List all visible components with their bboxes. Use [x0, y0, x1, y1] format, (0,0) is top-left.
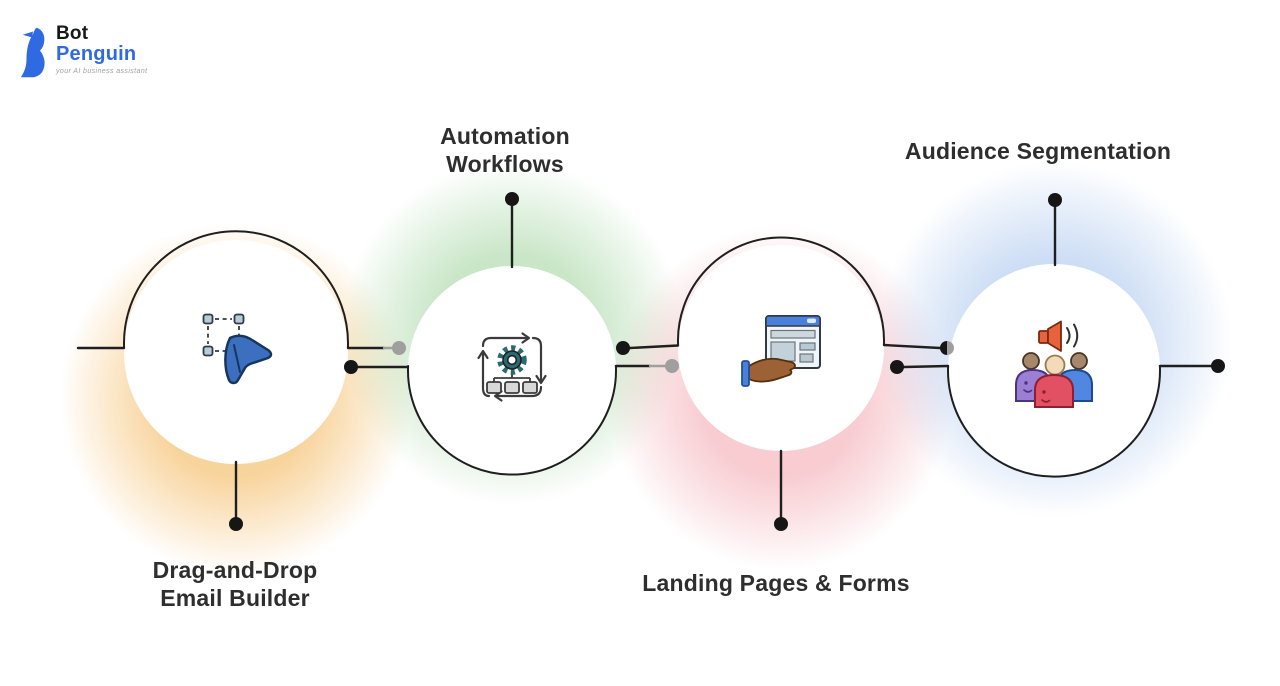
connector-dot [1048, 193, 1062, 207]
landing-page-form-icon [741, 315, 821, 387]
flowchart-box [486, 381, 502, 394]
circle-arc-top-3 [677, 236, 885, 346]
connector-dot [229, 517, 243, 531]
feature-label-audience-segmentation: Audience Segmentation [905, 137, 1171, 165]
person-head [1022, 352, 1040, 370]
megaphone-icon [1038, 320, 1079, 352]
label-line: Audience Segmentation [904, 138, 1172, 164]
browser-title-bar [765, 315, 821, 327]
automation-workflow-icon [477, 332, 547, 402]
label-line: Landing Pages & Forms [642, 570, 910, 596]
connector-lines [76, 204, 1213, 519]
gray-dots [392, 341, 679, 373]
label-line: Workflows [446, 151, 564, 177]
brand-name-penguin: Penguin [56, 43, 137, 65]
person-head [1044, 354, 1066, 376]
connector-dot [665, 359, 679, 373]
person-head [1070, 352, 1088, 370]
audience-segmentation-icon [1015, 320, 1093, 408]
drag-drop-cursor-icon [202, 313, 273, 385]
connector-dot [1211, 359, 1225, 373]
feature-label-automation-workflows: Automation Workflows [440, 122, 570, 178]
brand-name-bot: Bot [56, 23, 89, 44]
connector-dot-split [940, 341, 954, 355]
connector-dot [392, 341, 406, 355]
label-line: Drag-and-Drop [152, 557, 318, 583]
black-dots [229, 192, 1225, 531]
holding-hand [748, 357, 796, 383]
penguin-icon [20, 27, 45, 78]
flowchart-box [522, 381, 538, 394]
connector-dot [505, 192, 519, 206]
connector-dot [890, 360, 904, 374]
gear-icon [497, 345, 527, 375]
label-line: Automation [440, 123, 570, 149]
brand-tagline: your AI business assistant [56, 68, 148, 75]
connector-dot [616, 341, 630, 355]
circle-arc-top-1 [123, 230, 349, 349]
botpenguin-logo: Bot Penguin your AI business assistant [14, 24, 147, 80]
feature-label-drag-drop-email-builder: Drag-and-Drop Email Builder [153, 556, 318, 612]
sleeve-cuff [741, 360, 750, 387]
circle-arc-bottom-4 [947, 365, 1161, 478]
connector-dot [774, 517, 788, 531]
person-body-red [1034, 373, 1074, 408]
label-line: Email Builder [160, 585, 310, 611]
flowchart-box [504, 381, 520, 394]
feature-label-landing-pages-forms: Landing Pages & Forms [642, 569, 909, 597]
gray-line-segments [382, 346, 668, 368]
connector-4-left [902, 364, 950, 369]
connector-dot [344, 360, 358, 374]
circle-arc-bottom-2 [407, 365, 617, 476]
cursor-arrow [224, 334, 273, 385]
connector-3-left [628, 344, 680, 350]
connector-3-right [882, 343, 942, 350]
